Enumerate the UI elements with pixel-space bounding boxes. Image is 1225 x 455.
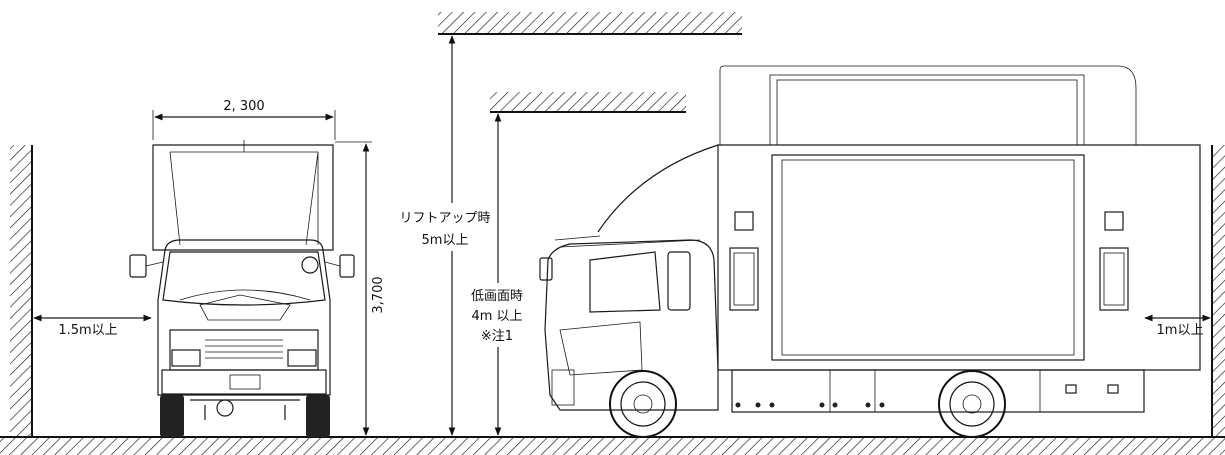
front-cab (157, 239, 331, 396)
side-cab-window (589, 251, 661, 313)
dimensions: 2, 300 3,700 1.5m以上 1m以上 リフトアップ時 5m以上 低画… (33, 35, 1211, 436)
right-wall-hatch (1213, 145, 1225, 437)
front-bumper (161, 369, 327, 395)
truck-side-view (539, 65, 1201, 438)
left-wall-hatch (10, 145, 32, 437)
front-wheel-left (160, 395, 184, 437)
liftup-label-line2: 5m以上 (422, 233, 469, 248)
front-mirror-left (129, 254, 147, 278)
left-clearance-label: 1.5m以上 (58, 323, 117, 338)
high-ceiling-hatch (438, 12, 742, 34)
low-label-line2: 4m 以上 (471, 309, 522, 324)
liftup-label-line1: リフトアップ時 (399, 211, 490, 226)
lifted-screen-outline (719, 65, 1137, 145)
side-box-body (717, 144, 1201, 371)
environment (0, 12, 1225, 455)
ground-hatch (0, 437, 1225, 455)
low-label-line3: ※注1 (481, 329, 513, 344)
low-label-line1: 低画面時 (471, 289, 523, 304)
side-storage-compartments (731, 369, 1145, 413)
side-led-screen (771, 154, 1085, 361)
height-dimension-label: 3,700 (371, 276, 386, 313)
front-headlight-left (171, 349, 201, 367)
front-mirror-right (339, 254, 355, 278)
front-windshield (162, 251, 326, 306)
front-headlight-right (287, 349, 317, 367)
front-box-body (152, 144, 334, 251)
truck-front-view (129, 140, 355, 437)
front-wheel-right (306, 395, 330, 437)
side-cab (544, 239, 719, 411)
width-dimension-label: 2, 300 (223, 99, 264, 114)
side-wheel-rear (938, 370, 1006, 438)
low-ceiling-hatch (490, 92, 686, 112)
right-clearance-label: 1m以上 (1157, 323, 1204, 338)
side-wheel-front (609, 370, 677, 438)
